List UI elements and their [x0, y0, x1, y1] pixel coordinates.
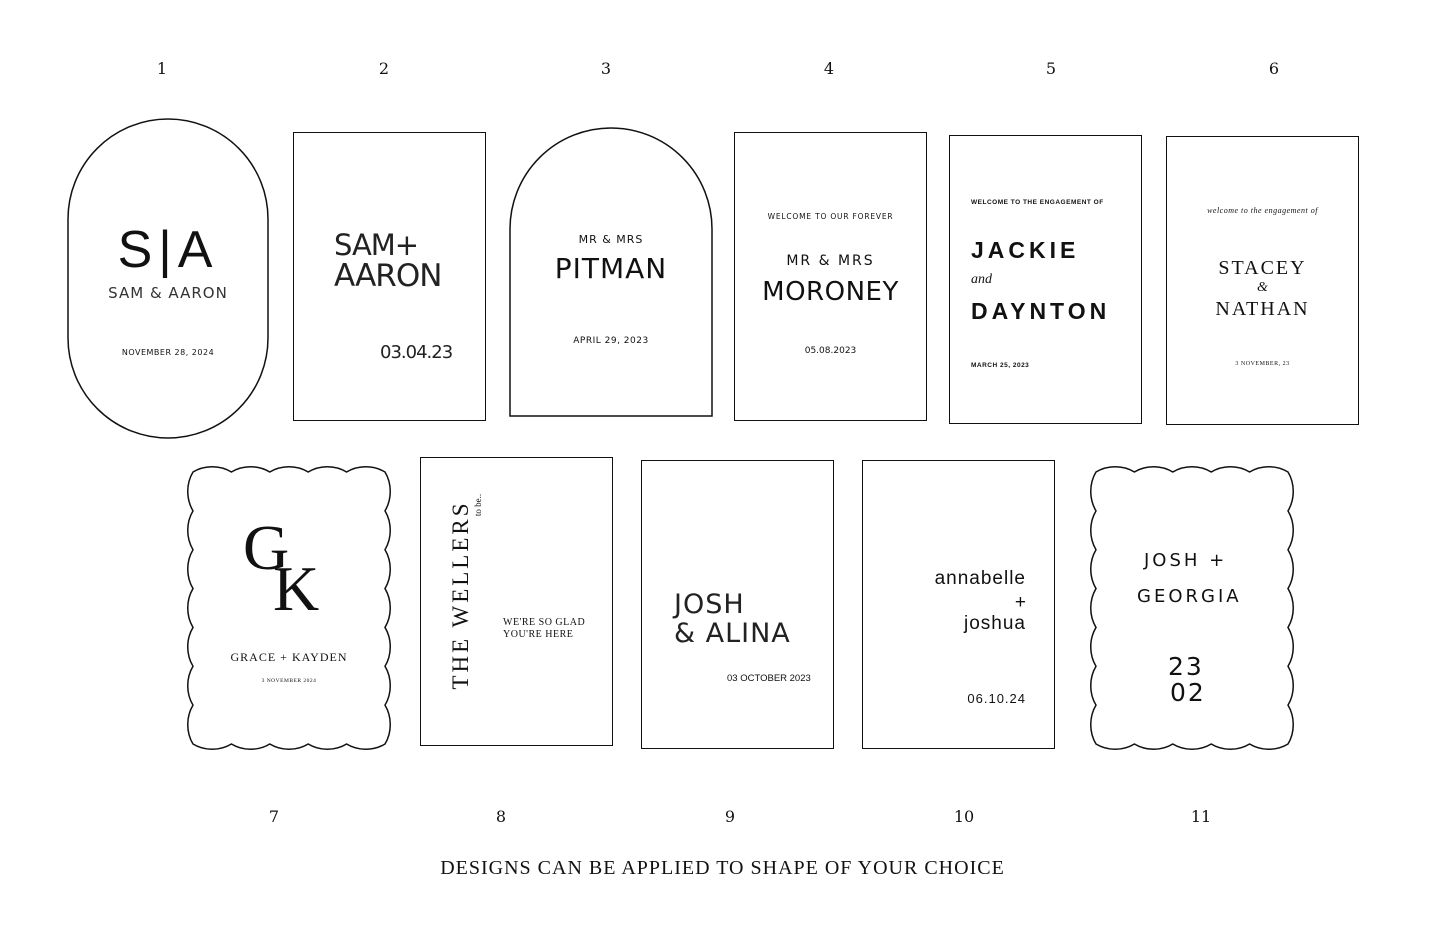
event-date: 03.04.23: [380, 342, 453, 363]
design-number-8: 8: [495, 807, 507, 826]
design-number-5: 5: [1045, 59, 1057, 78]
design-number-11: 11: [1190, 807, 1212, 826]
ampersand: &: [1257, 280, 1268, 295]
surname: PITMAN: [554, 252, 668, 285]
design-card-3: MR & MRS PITMAN APRIL 29, 2023: [509, 127, 713, 417]
and-script: and: [971, 272, 992, 287]
date-day: 23: [1168, 652, 1204, 681]
design-number-2: 2: [378, 59, 390, 78]
design-card-9: JOSH & ALINA 03 OCTOBER 2023: [641, 460, 834, 749]
to-be-vertical: to be..: [473, 493, 484, 517]
design-card-5: WELCOME TO THE ENGAGEMENT OF JACKIE and …: [949, 135, 1142, 424]
event-date: 05.08.2023: [804, 346, 857, 356]
design-card-11: JOSH + GEORGIA 23 02: [1088, 464, 1296, 752]
name-line-1: SAM+: [334, 228, 419, 262]
welcome-text: WELCOME TO THE ENGAGEMENT OF: [971, 199, 1104, 206]
name-line-2: DAYNTON: [971, 298, 1111, 324]
design-number-4: 4: [823, 59, 835, 78]
design-number-9: 9: [724, 807, 736, 826]
footer-caption: DESIGNS CAN BE APPLIED TO SHAPE OF YOUR …: [440, 857, 1005, 879]
name-line-2: AARON: [334, 258, 442, 294]
couple-names: SAM & AARON: [108, 284, 228, 302]
design-number-1: 1: [156, 59, 168, 78]
design-card-4: WELCOME TO OUR FOREVER MR & MRS MORONEY …: [734, 132, 927, 421]
event-date: 3 NOVEMBER, 23: [1235, 361, 1290, 367]
design-card-7: G K GRACE + KAYDEN 3 NOVEMBER 2024: [185, 464, 393, 752]
title: MR & MRS: [578, 233, 644, 246]
name-line-1: JOSH: [674, 589, 745, 620]
design-card-8: THE WELLERS to be.. WE'RE SO GLAD YOU'RE…: [420, 457, 613, 746]
event-date: APRIL 29, 2023: [573, 336, 649, 346]
plus-sign: +: [1014, 592, 1026, 613]
message-line-2: YOU'RE HERE: [503, 629, 574, 640]
design-card-10: annabelle + joshua 06.10.24: [862, 460, 1055, 749]
welcome-script: welcome to the engagement of: [1207, 206, 1318, 215]
design-card-1: S|A SAM & AARON NOVEMBER 28, 2024: [67, 118, 269, 439]
pill-shape: [67, 118, 269, 439]
name-line-1: annabelle: [934, 568, 1026, 589]
surname: MORONEY: [762, 277, 899, 307]
name-line-1: STACEY: [1218, 257, 1307, 279]
design-number-6: 6: [1268, 59, 1280, 78]
monogram-k: K: [273, 553, 320, 624]
name-line-1: JACKIE: [971, 237, 1080, 263]
event-date: 06.10.24: [967, 691, 1026, 706]
event-date: 3 NOVEMBER 2024: [261, 678, 317, 684]
name-line-1: JOSH +: [1144, 550, 1228, 571]
couple-names: GRACE + KAYDEN: [230, 650, 348, 664]
design-number-3: 3: [600, 59, 612, 78]
message-line-1: WE'RE SO GLAD: [503, 617, 586, 628]
wavy-shape: [1090, 466, 1294, 750]
design-card-6: welcome to the engagement of STACEY & NA…: [1166, 136, 1359, 425]
design-card-2: SAM+ AARON 03.04.23: [293, 132, 486, 421]
design-number-10: 10: [953, 807, 975, 826]
arch-shape: [509, 127, 713, 417]
date-month: 02: [1170, 678, 1206, 707]
event-date: 03 OCTOBER 2023: [727, 673, 811, 684]
monogram: S|A: [117, 221, 219, 279]
title: MR & MRS: [786, 253, 875, 269]
surname-vertical: THE WELLERS: [448, 500, 473, 690]
name-line-2: NATHAN: [1215, 298, 1310, 320]
event-date: NOVEMBER 28, 2024: [121, 348, 215, 357]
name-line-2: GEORGIA: [1137, 586, 1242, 607]
design-number-7: 7: [268, 807, 280, 826]
monogram-g: G: [243, 512, 290, 583]
wavy-shape: [187, 466, 391, 750]
name-line-2: & ALINA: [674, 618, 791, 649]
welcome-text: WELCOME TO OUR FOREVER: [767, 212, 894, 221]
event-date: MARCH 25, 2023: [971, 362, 1030, 369]
name-line-2: joshua: [964, 613, 1026, 634]
